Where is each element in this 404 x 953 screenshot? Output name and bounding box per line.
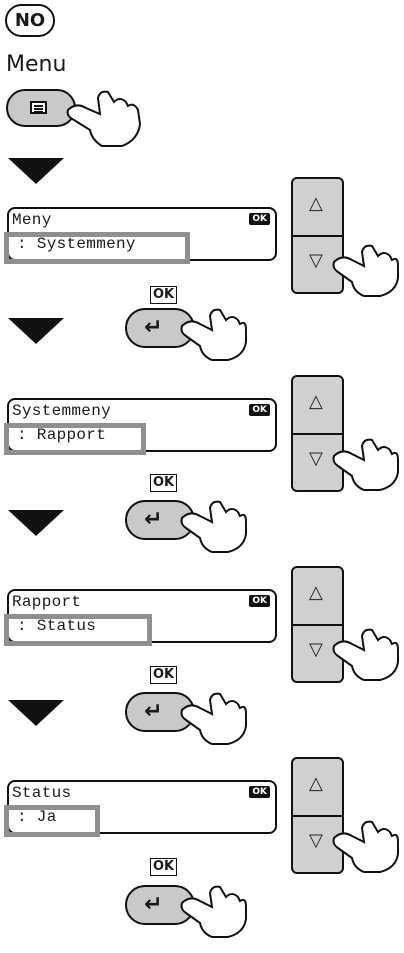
up-arrow-icon[interactable]: △ [309, 193, 323, 214]
selection-highlight [4, 805, 100, 837]
ok-key-label: OK [150, 286, 178, 304]
navigation-keys[interactable]: △ ▽ [291, 566, 344, 683]
nav-divider [293, 235, 342, 237]
down-arrow-icon[interactable]: ▽ [309, 448, 323, 469]
nav-divider [293, 815, 342, 817]
down-arrow-icon[interactable]: ▽ [309, 639, 323, 660]
ok-indicator: OK [249, 595, 270, 607]
navigation-keys[interactable]: △ ▽ [291, 177, 344, 294]
ok-indicator: OK [249, 786, 270, 798]
lcd-line1: Systemmeny [12, 402, 112, 420]
flow-arrow [8, 510, 64, 536]
ok-key-label: OK [150, 858, 178, 876]
enter-arrow-icon: ↵ [144, 699, 163, 724]
enter-arrow-icon: ↵ [144, 507, 163, 532]
enter-arrow-icon: ↵ [144, 892, 163, 917]
down-arrow-icon[interactable]: ▽ [309, 830, 323, 851]
lcd-line1: Rapport [12, 593, 82, 611]
up-arrow-icon[interactable]: △ [309, 391, 323, 412]
lcd-line1: Status [12, 784, 72, 802]
language-badge: NO [5, 4, 55, 37]
selection-highlight [4, 423, 146, 455]
ok-key-label: OK [150, 666, 178, 684]
selection-highlight [4, 232, 190, 264]
menu-list-icon [30, 101, 47, 114]
down-arrow-icon[interactable]: ▽ [309, 250, 323, 271]
navigation-keys[interactable]: △ ▽ [291, 757, 344, 874]
nav-divider [293, 433, 342, 435]
lcd-line2: : Status [17, 617, 97, 635]
flow-arrow [8, 700, 64, 726]
navigation-keys[interactable]: △ ▽ [291, 375, 344, 492]
menu-key-button[interactable] [6, 89, 76, 127]
lcd-line2: : Ja [17, 808, 57, 826]
lcd-line2: : Systemmeny [17, 235, 136, 253]
ok-indicator: OK [249, 213, 270, 225]
ok-enter-button[interactable]: ↵ [125, 500, 195, 540]
ok-key-label: OK [150, 474, 178, 492]
enter-arrow-icon: ↵ [144, 315, 163, 340]
ok-enter-button[interactable]: ↵ [125, 308, 195, 348]
up-arrow-icon[interactable]: △ [309, 773, 323, 794]
ok-enter-button[interactable]: ↵ [125, 692, 195, 732]
ok-enter-button[interactable]: ↵ [125, 885, 195, 925]
page-title: Menu [6, 52, 67, 77]
lcd-line1: Meny [12, 211, 52, 229]
nav-divider [293, 624, 342, 626]
ok-indicator: OK [249, 404, 270, 416]
flow-arrow [8, 158, 64, 184]
up-arrow-icon[interactable]: △ [309, 582, 323, 603]
flow-arrow [8, 318, 64, 344]
selection-highlight [4, 614, 152, 646]
lcd-line2: : Rapport [17, 426, 107, 444]
